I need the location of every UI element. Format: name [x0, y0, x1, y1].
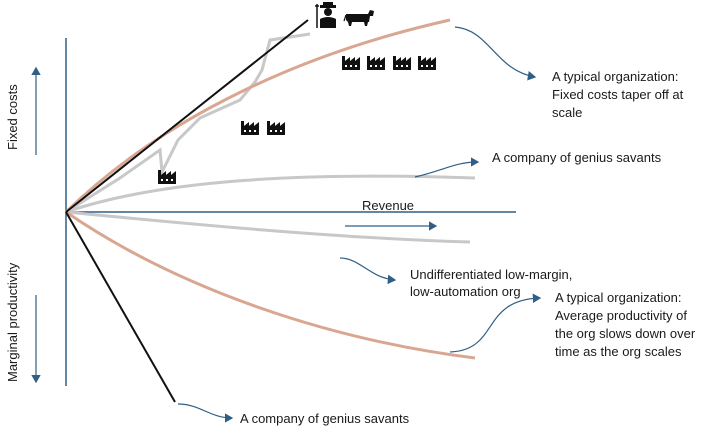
typical-productivity-curve	[65, 210, 476, 360]
factory-icon	[158, 170, 176, 184]
revenue-label: Revenue	[362, 198, 414, 213]
factory-icon	[393, 56, 411, 70]
typical-costs-pointer	[454, 26, 537, 81]
low-margin-curve	[65, 210, 471, 244]
factory-icon	[241, 121, 259, 135]
low-margin-pointer	[339, 257, 397, 285]
typical-productivity-annotation: A typical organization: Average producti…	[555, 290, 699, 359]
factory-icon	[418, 56, 436, 70]
factory-icon	[367, 56, 385, 70]
low-margin-annotation: Undifferentiated low-margin, low-automat…	[410, 267, 576, 299]
genius-productivity-pointer	[177, 403, 234, 423]
marginal-productivity-label: Marginal productivity	[5, 262, 20, 382]
step-cost-curve	[65, 32, 311, 214]
genius-fixed-costs-curve	[65, 174, 476, 214]
genius-fixed-costs-annotation: A company of genius savants	[492, 150, 662, 165]
typical-fixed-costs-curve	[64, 18, 451, 214]
factory-icon	[342, 56, 360, 70]
fixed-costs-label: Fixed costs	[5, 84, 20, 150]
factory-icon	[267, 121, 285, 135]
typical-productivity-pointer	[449, 293, 542, 353]
genius-costs-pointer	[414, 157, 480, 178]
genius-productivity-line	[65, 211, 176, 403]
genius-productivity-annotation: A company of genius savants	[240, 411, 410, 426]
genius-costs-line	[65, 19, 309, 213]
cow-icon	[343, 10, 374, 26]
typical-fixed-costs-annotation: A typical organization: Fixed costs tape…	[552, 69, 687, 120]
farmer-icon	[315, 2, 336, 28]
